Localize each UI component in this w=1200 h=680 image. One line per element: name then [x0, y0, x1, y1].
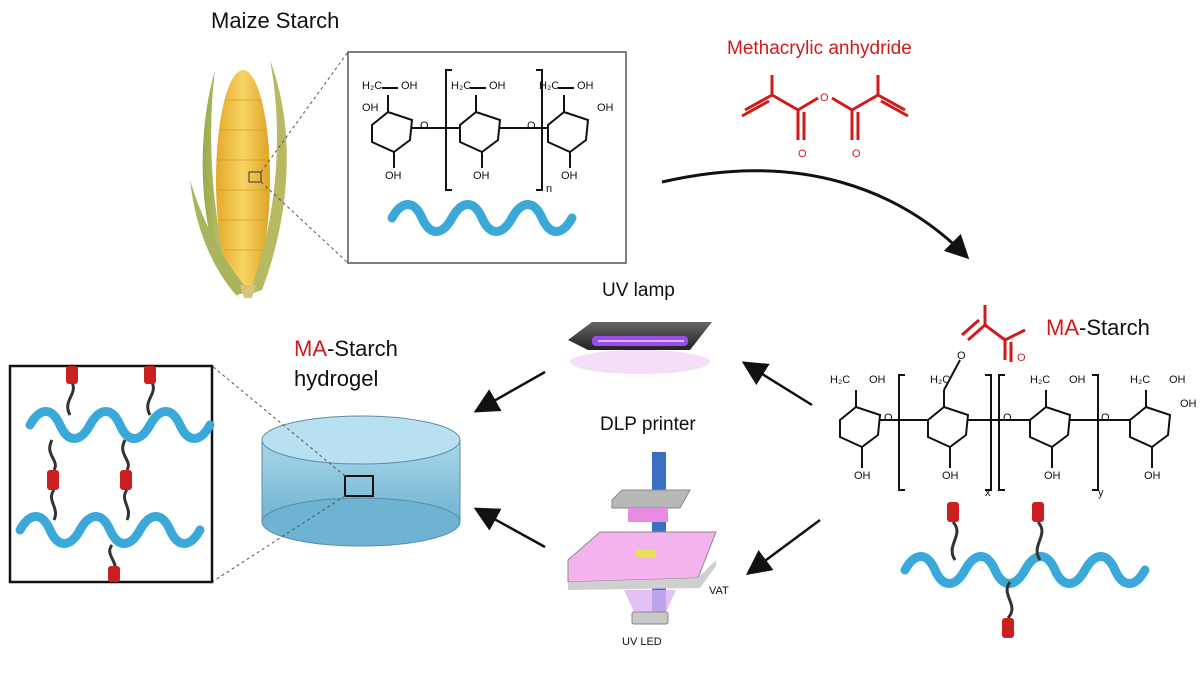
zoom-line [260, 181, 349, 264]
maize-starch-label: Maize Starch [211, 8, 340, 33]
chem-h2c: H₂C [539, 80, 560, 92]
chem-h2c: H₂C [362, 80, 383, 92]
chem-oh: OH [1144, 470, 1161, 482]
arrow-to-dlp [745, 518, 821, 575]
chem-h2c: H₂C [830, 374, 851, 386]
chem-h2c: H₂C [1130, 374, 1151, 386]
chem-oh: OH [869, 374, 886, 386]
chem-oh: OH [473, 170, 490, 182]
chem-o: O [527, 120, 536, 132]
zoom-line [211, 365, 346, 477]
chem-o: O [957, 350, 966, 362]
maize-cob-icon [190, 60, 287, 300]
chem-o: O [820, 92, 829, 104]
starch-suffix: -Starch [327, 336, 398, 361]
chem-h2c: H₂C [930, 374, 951, 386]
chem-o: O [1017, 352, 1026, 364]
chem-oh: OH [1180, 398, 1197, 410]
chem-h2c: H₂C [1030, 374, 1051, 386]
hydrogel-network [20, 366, 210, 582]
chem-o: O [884, 412, 893, 424]
arrow-dlp-to-gel [473, 507, 546, 549]
chem-o: O [1003, 412, 1012, 424]
chem-oh: OH [942, 470, 959, 482]
reaction-arrow [661, 169, 970, 260]
starch-structure [371, 69, 590, 191]
zoom-line [211, 495, 346, 583]
uv-lamp-icon [568, 322, 712, 374]
chem-oh: OH [489, 80, 506, 92]
chem-o: O [852, 148, 861, 160]
arrow-to-uv-lamp [741, 361, 813, 407]
ma-starch-structure [839, 359, 1172, 491]
ma-prefix: MA [1046, 315, 1079, 340]
chem-oh: OH [1069, 374, 1086, 386]
starch-suffix: -Starch [1079, 315, 1150, 340]
chem-oh: OH [401, 80, 418, 92]
chem-y: y [1098, 487, 1104, 499]
chem-o: O [420, 120, 429, 132]
vat-label: VAT [709, 585, 729, 597]
hydrogel-label-line1: MA-Starch [294, 336, 398, 362]
methacrylic-anhydride-structure [741, 75, 909, 140]
uv-led-label: UV LED [622, 636, 662, 648]
chem-o: O [1101, 412, 1110, 424]
chem-x: x [985, 487, 991, 499]
uv-lamp-label: UV lamp [602, 280, 675, 301]
chem-oh: OH [1169, 374, 1186, 386]
ma-starch-label: MA-Starch [1046, 315, 1150, 341]
chem-o: O [798, 148, 807, 160]
dlp-printer-icon [567, 452, 717, 625]
zoom-line [260, 51, 349, 173]
ma-starch-helix [905, 502, 1145, 638]
hydrogel-label-line2: hydrogel [294, 366, 379, 391]
chem-oh: OH [561, 170, 578, 182]
chem-oh: OH [854, 470, 871, 482]
chem-n: n [546, 183, 553, 195]
hydrogel-disc-icon [261, 415, 461, 547]
chem-oh: OH [1044, 470, 1061, 482]
chem-h2c: H₂C [451, 80, 472, 92]
ma-prefix: MA [294, 336, 327, 361]
dlp-printer-label: DLP printer [600, 414, 696, 435]
chem-oh: OH [577, 80, 594, 92]
methacrylic-anhydride-label: Methacrylic anhydride [727, 38, 912, 59]
chem-oh: OH [597, 102, 614, 114]
chem-oh: OH [362, 102, 379, 114]
arrow-uv-to-gel [473, 370, 546, 413]
methacrylate-group [961, 305, 1026, 362]
chem-oh: OH [385, 170, 402, 182]
